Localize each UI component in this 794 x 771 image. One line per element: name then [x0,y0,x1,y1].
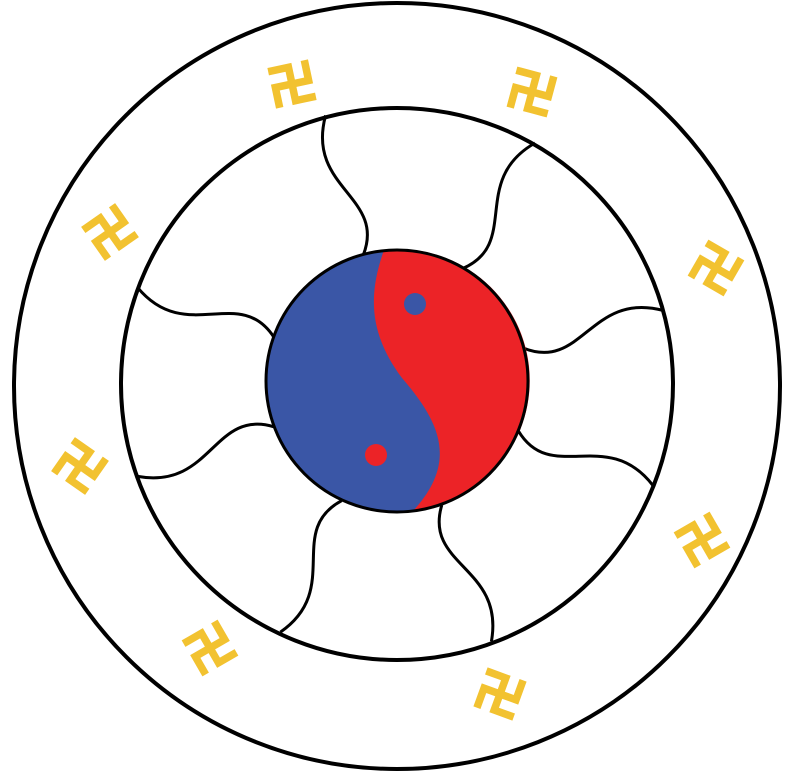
yin-dot [365,444,387,466]
swastika-icon [272,64,312,104]
yang-dot [404,293,426,315]
yin-yang-icon [266,249,530,512]
